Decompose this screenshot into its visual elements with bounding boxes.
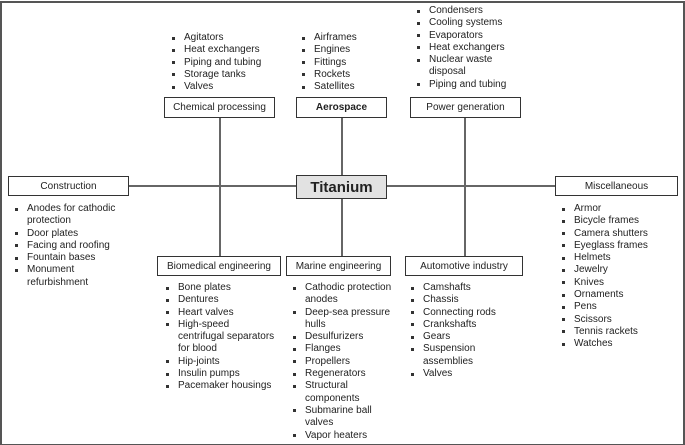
list-item: Tennis rackets — [561, 326, 676, 338]
node-aerospace: Aerospace — [296, 97, 387, 118]
list-item: Condensers — [416, 5, 516, 17]
list-item: Deep-sea pressure hulls — [292, 307, 392, 332]
list-item: Piping and tubing — [416, 79, 516, 91]
list-item: Insulin pumps — [165, 368, 275, 380]
list-item: Camera shutters — [561, 228, 676, 240]
list-item: Structural components — [292, 380, 392, 405]
list-item: Scissors — [561, 314, 676, 326]
list-item: Dentures — [165, 294, 275, 306]
list-item: High-speed centrifugal separators for bl… — [165, 319, 275, 356]
list-item: Facing and roofing — [14, 240, 129, 252]
list-item: Jewelry — [561, 264, 676, 276]
list-item: Engines — [301, 44, 391, 56]
list-item: Bicycle frames — [561, 215, 676, 227]
connector-aerospace — [341, 117, 343, 175]
node-biomedical-engineering: Biomedical engineering — [157, 256, 281, 276]
list-item: Anodes for cathodic protection — [14, 203, 129, 228]
list-item: Eyeglass frames — [561, 240, 676, 252]
list-item: Rockets — [301, 69, 391, 81]
list-item: Pens — [561, 301, 676, 313]
list-item: Chassis — [410, 294, 510, 306]
list-item: Nuclear waste disposal — [416, 54, 516, 79]
list-item: Knives — [561, 277, 676, 289]
list-item: Valves — [410, 368, 510, 380]
list-item: Suspension assemblies — [410, 343, 510, 368]
list-item: Fittings — [301, 57, 391, 69]
list-item: Regenerators — [292, 368, 392, 380]
list-item: Gears — [410, 331, 510, 343]
node-power-generation: Power generation — [410, 97, 521, 118]
list-item: Heat exchangers — [416, 42, 516, 54]
list-item: Heat exchangers — [171, 44, 291, 56]
list-item: Fountain bases — [14, 252, 129, 264]
list-item: Propellers — [292, 356, 392, 368]
node-miscellaneous: Miscellaneous — [555, 176, 678, 196]
list-item: Valves — [171, 81, 291, 93]
list-item: Heart valves — [165, 307, 275, 319]
list-item: Cathodic protection anodes — [292, 282, 392, 307]
list-item: Submarine ball valves — [292, 405, 392, 430]
list-item: Airframes — [301, 32, 391, 44]
list-item: Bone plates — [165, 282, 275, 294]
list-item: Camshafts — [410, 282, 510, 294]
connector-marine — [341, 198, 343, 256]
list-item: Helmets — [561, 252, 676, 264]
list-item: Desulfurizers — [292, 331, 392, 343]
list-item: Pacemaker housings — [165, 380, 275, 392]
list-item: Connecting rods — [410, 307, 510, 319]
node-chemical-processing: Chemical processing — [164, 97, 275, 118]
list-item: Cooling systems — [416, 17, 516, 29]
list-item: Evaporators — [416, 30, 516, 42]
list-item: Hip-joints — [165, 356, 275, 368]
connector-power-automotive — [464, 117, 466, 256]
node-automotive-industry: Automotive industry — [405, 256, 523, 276]
center-node-titanium: Titanium — [296, 175, 387, 199]
list-item: Agitators — [171, 32, 291, 44]
list-item: Crankshafts — [410, 319, 510, 331]
list-item: Monument refurbishment — [14, 264, 129, 289]
list-item: Vapor heaters — [292, 430, 392, 442]
connector-chemical-biomedical — [219, 117, 221, 256]
list-item: Ornaments — [561, 289, 676, 301]
list-item: Piping and tubing — [171, 57, 291, 69]
list-item: Armor — [561, 203, 676, 215]
list-item: Door plates — [14, 228, 129, 240]
node-marine-engineering: Marine engineering — [286, 256, 391, 276]
list-item: Watches — [561, 338, 676, 350]
node-construction: Construction — [8, 176, 129, 196]
list-item: Satellites — [301, 81, 391, 93]
list-item: Storage tanks — [171, 69, 291, 81]
list-item: Flanges — [292, 343, 392, 355]
